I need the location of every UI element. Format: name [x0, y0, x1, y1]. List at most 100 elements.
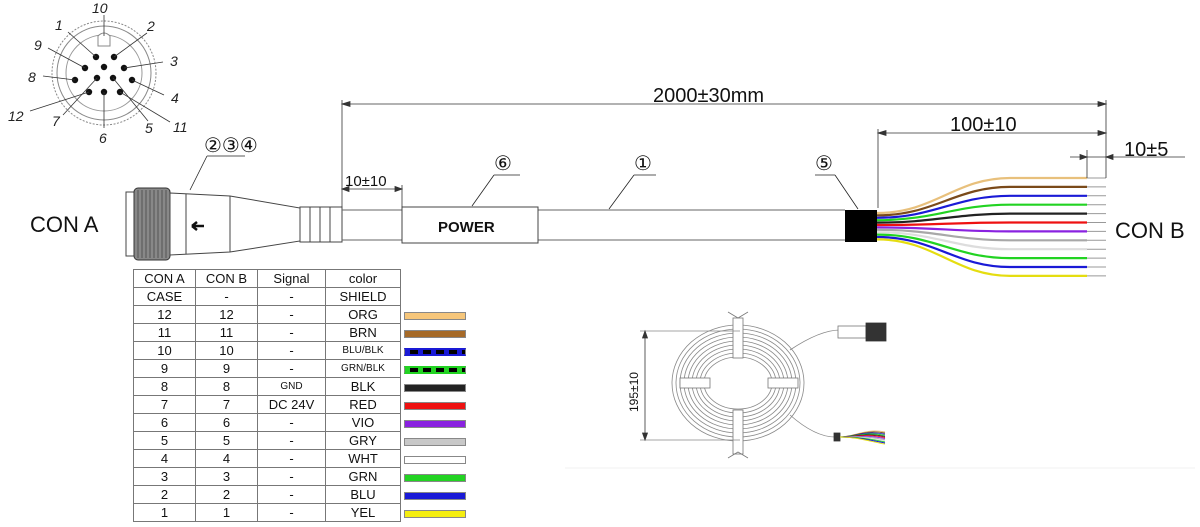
- cell-color: BLU/BLK: [325, 341, 401, 360]
- color-swatch-cell: [401, 504, 475, 522]
- breakout-boot: [845, 210, 877, 242]
- cell-color: BLK: [325, 377, 401, 396]
- swatch-cell: [401, 270, 475, 288]
- color-swatch: [404, 329, 466, 338]
- color-swatch-cell: [401, 396, 475, 414]
- color-swatch-cell: [401, 468, 475, 486]
- color-swatch-cell: [401, 360, 475, 378]
- cell-signal: -: [257, 413, 326, 432]
- wire: [876, 231, 1087, 251]
- power-label-sleeve: [401, 206, 539, 244]
- cell-con-a: 11: [133, 323, 196, 342]
- color-swatch-cell: [401, 342, 475, 360]
- coil-wire-fan: [839, 430, 886, 445]
- cell-signal: -: [257, 287, 326, 306]
- color-swatch: [404, 455, 466, 464]
- cell-con-a: 2: [133, 485, 196, 504]
- color-swatch-cell: [401, 324, 475, 342]
- pin-label-5: 5: [145, 120, 153, 136]
- cell-con-a: CASE: [133, 287, 196, 306]
- con-b-label: CON B: [1115, 218, 1185, 243]
- callout-234: ②③④: [204, 135, 258, 157]
- cell-signal: -: [257, 341, 326, 360]
- col-header-con-a: CON A: [133, 269, 196, 288]
- cell-color: GRY: [325, 431, 401, 450]
- cell-color: SHIELD: [325, 287, 401, 306]
- breakout-length-dimension: 100±10: [950, 114, 1017, 136]
- color-swatch-cell: [401, 288, 475, 306]
- pin-label-11: 11: [173, 119, 188, 135]
- con-a-connector: [125, 187, 343, 261]
- cell-signal: DC 24V: [257, 395, 326, 414]
- dimension-lines: [340, 100, 1185, 208]
- callout-5: ⑤: [815, 153, 833, 175]
- color-swatch: [404, 365, 466, 374]
- color-swatch-cell: [401, 486, 475, 504]
- callout-1: ①: [634, 153, 652, 175]
- col-header-signal: Signal: [257, 269, 326, 288]
- color-swatch: [404, 401, 466, 410]
- wire: [876, 203, 1087, 222]
- cell-color: VIO: [325, 413, 401, 432]
- power-label: POWER: [438, 219, 495, 236]
- pin-label-6: 6: [99, 130, 107, 146]
- color-swatch-cell: [401, 306, 475, 324]
- cell-color: BRN: [325, 323, 401, 342]
- pin-label-8: 8: [28, 69, 36, 85]
- pin-label-7: 7: [52, 113, 61, 129]
- cable: [342, 206, 877, 244]
- cell-con-b: 7: [195, 395, 258, 414]
- cell-con-a: 3: [133, 467, 196, 486]
- cell-con-b: 12: [195, 305, 258, 324]
- coil-height-dimension: 195±10: [627, 372, 641, 412]
- color-swatch: [404, 311, 466, 320]
- cell-signal: GND: [257, 377, 326, 396]
- strip-length-dimension: 10±5: [1124, 139, 1168, 161]
- cell-con-a: 8: [133, 377, 196, 396]
- callout-6: ⑥: [494, 153, 512, 175]
- pin-label-1: 1: [55, 17, 63, 33]
- coil-wire: [839, 436, 886, 445]
- wire-fan: [876, 176, 1106, 277]
- color-swatch: [404, 383, 466, 392]
- cell-con-a: 1: [133, 503, 196, 522]
- color-swatch-cell: [401, 450, 475, 468]
- wire: [876, 233, 1087, 260]
- total-length-dimension: 2000±30mm: [653, 85, 764, 107]
- cell-con-b: 2: [195, 485, 258, 504]
- cell-con-b: 11: [195, 323, 258, 342]
- con-a-label: CON A: [30, 212, 99, 237]
- cell-signal: -: [257, 359, 326, 378]
- cell-signal: -: [257, 485, 326, 504]
- color-swatch: [404, 347, 466, 356]
- cell-signal: -: [257, 449, 326, 468]
- table-row: CASE--SHIELD: [133, 287, 475, 306]
- cell-signal: -: [257, 467, 326, 486]
- cell-color: ORG: [325, 305, 401, 324]
- wire: [876, 238, 1087, 277]
- wire: [876, 228, 1087, 242]
- cell-con-b: 5: [195, 431, 258, 450]
- cell-con-b: -: [195, 287, 258, 306]
- cell-signal: -: [257, 323, 326, 342]
- cell-color: GRN: [325, 467, 401, 486]
- col-header-color: color: [325, 269, 401, 288]
- cell-con-b: 1: [195, 503, 258, 522]
- cell-con-a: 9: [133, 359, 196, 378]
- pin-label-9: 9: [34, 37, 42, 53]
- cell-color: GRN/BLK: [325, 359, 401, 378]
- boot-length-dimension: 10±10: [345, 173, 387, 190]
- cell-con-b: 10: [195, 341, 258, 360]
- cell-color: RED: [325, 395, 401, 414]
- cell-con-a: 10: [133, 341, 196, 360]
- wire: [876, 194, 1087, 219]
- cell-signal: -: [257, 305, 326, 324]
